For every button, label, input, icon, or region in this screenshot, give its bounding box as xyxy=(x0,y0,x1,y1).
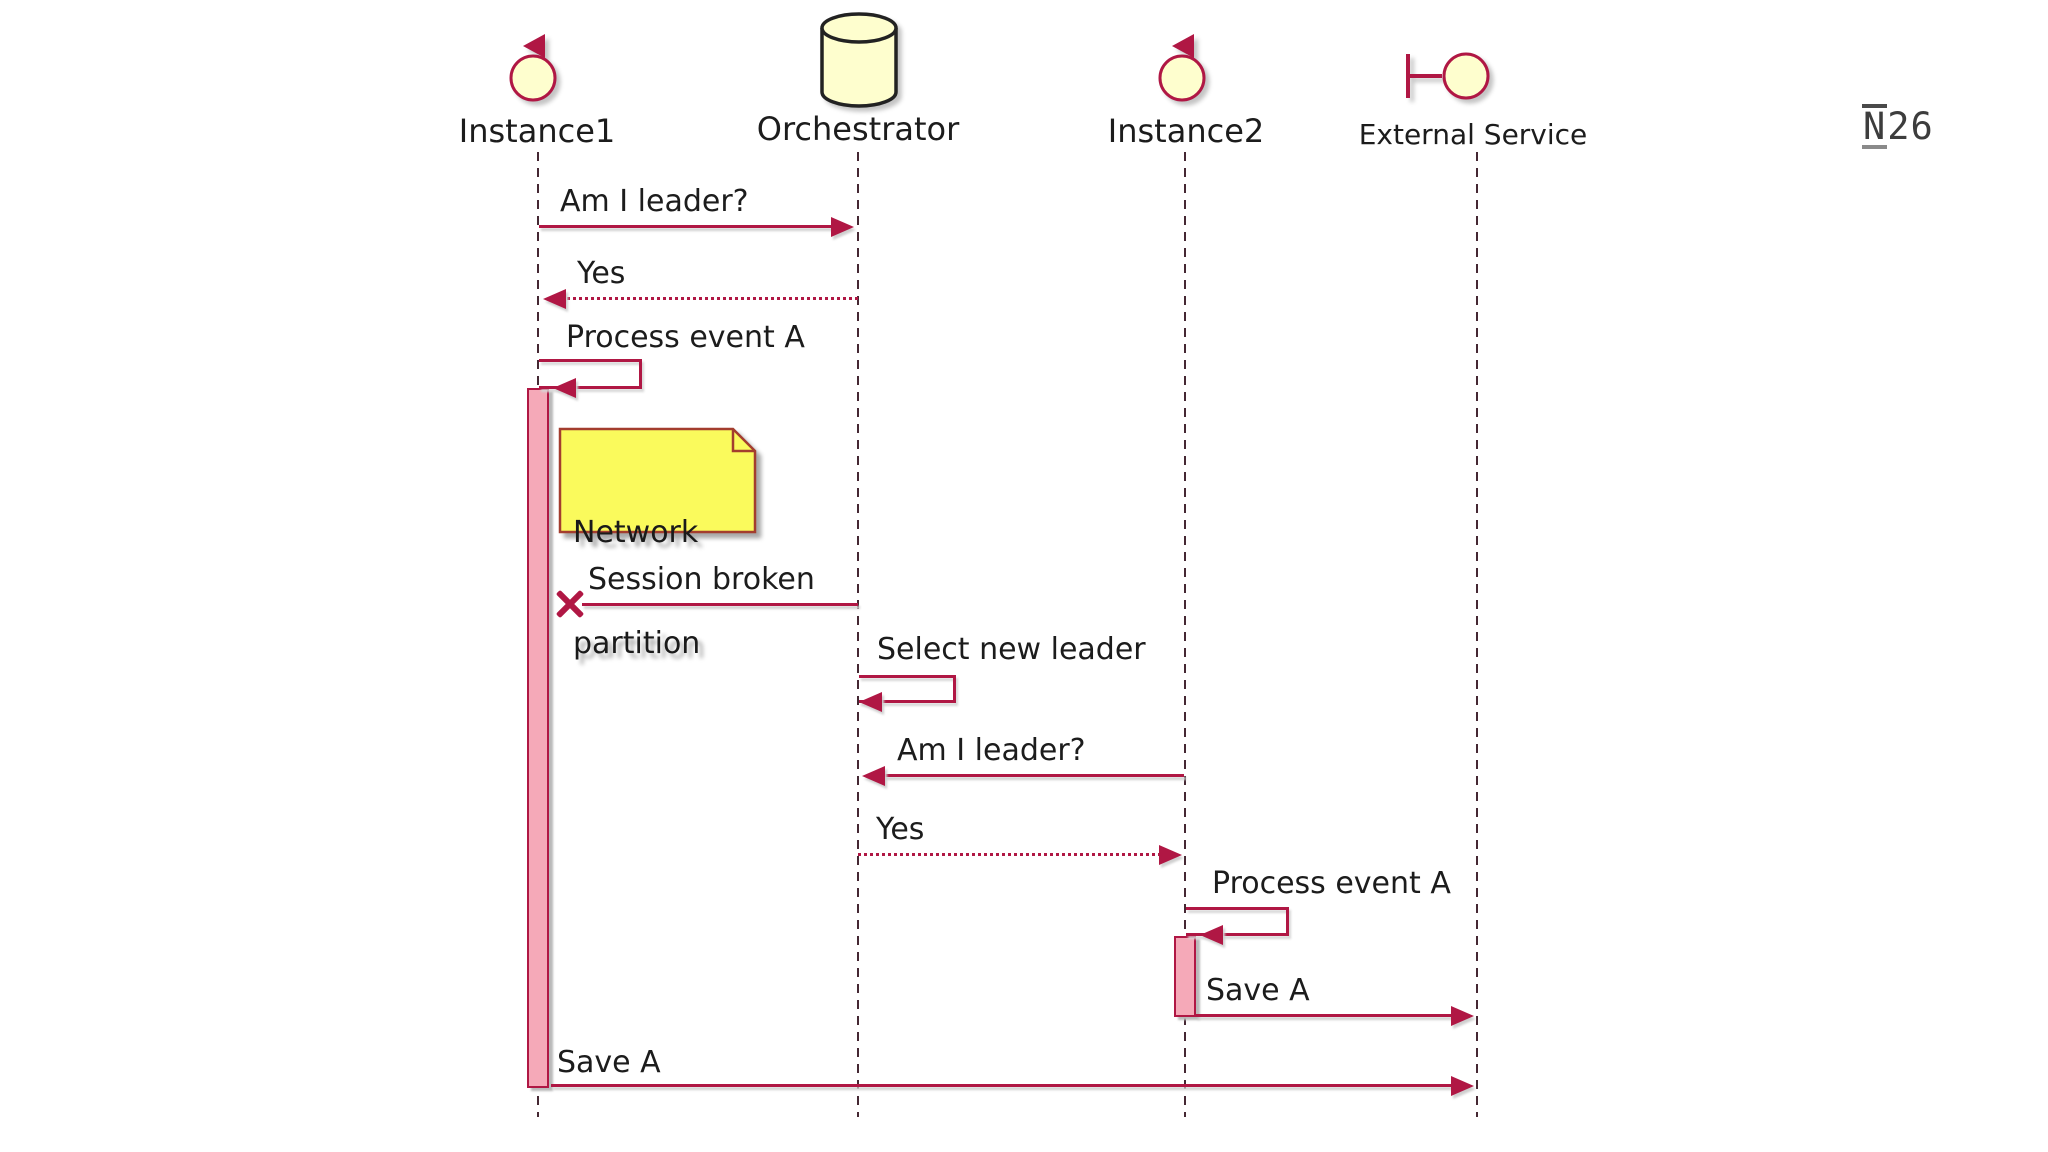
self-message-loop xyxy=(539,359,642,389)
message-arrow xyxy=(551,1084,1453,1087)
participant-label-external-service: External Service xyxy=(1358,118,1588,151)
message-label: Session broken xyxy=(588,562,815,597)
message-label: Process event A xyxy=(566,320,805,355)
arrowhead-left xyxy=(1200,925,1223,945)
self-message-loop xyxy=(859,675,956,703)
n26-logo: N26 xyxy=(1862,104,1934,149)
arrowhead-left xyxy=(859,692,882,712)
message-label: Yes xyxy=(577,256,626,291)
control-icon xyxy=(509,34,557,102)
n26-logo-digits: 26 xyxy=(1887,105,1934,148)
message-label: Process event A xyxy=(1212,866,1451,901)
message-arrow xyxy=(1196,1014,1453,1017)
message-arrow-dotted xyxy=(562,297,858,300)
note: Network partition xyxy=(558,427,758,661)
participant-label-instance2: Instance2 xyxy=(1107,112,1265,150)
message-label: Save A xyxy=(557,1045,661,1080)
arrowhead-right xyxy=(1451,1006,1474,1026)
n26-logo-n: N xyxy=(1862,104,1888,149)
control-icon xyxy=(1158,34,1206,102)
message-label: Select new leader xyxy=(877,632,1146,667)
message-label: Yes xyxy=(876,812,925,847)
message-arrow-dotted xyxy=(858,853,1161,856)
arrowhead-right xyxy=(1451,1076,1474,1096)
lifeline-instance2 xyxy=(1184,152,1186,1117)
boundary-icon xyxy=(1406,52,1490,100)
lifeline-external-service xyxy=(1476,152,1478,1117)
lost-message-x-icon xyxy=(554,588,586,620)
message-arrow xyxy=(582,603,858,606)
note-line: partition xyxy=(573,626,701,661)
arrowhead-right xyxy=(831,217,854,237)
activation-bar-instance1 xyxy=(527,388,549,1088)
arrowhead-left xyxy=(543,289,566,309)
arrowhead-left xyxy=(553,378,576,398)
message-arrow xyxy=(868,774,1184,777)
activation-bar-instance2 xyxy=(1174,936,1196,1017)
database-icon xyxy=(820,12,898,108)
message-label: Am I leader? xyxy=(897,733,1086,768)
message-arrow xyxy=(539,225,833,228)
self-message-loop xyxy=(1186,907,1289,936)
message-label: Am I leader? xyxy=(560,184,749,219)
participant-label-instance1: Instance1 xyxy=(458,112,616,150)
arrowhead-right xyxy=(1159,845,1182,865)
lifeline-orchestrator xyxy=(857,152,859,1117)
participant-label-orchestrator: Orchestrator xyxy=(756,110,960,148)
arrowhead-left xyxy=(862,766,885,786)
note-line: Network xyxy=(573,515,699,550)
message-label: Save A xyxy=(1206,973,1310,1008)
